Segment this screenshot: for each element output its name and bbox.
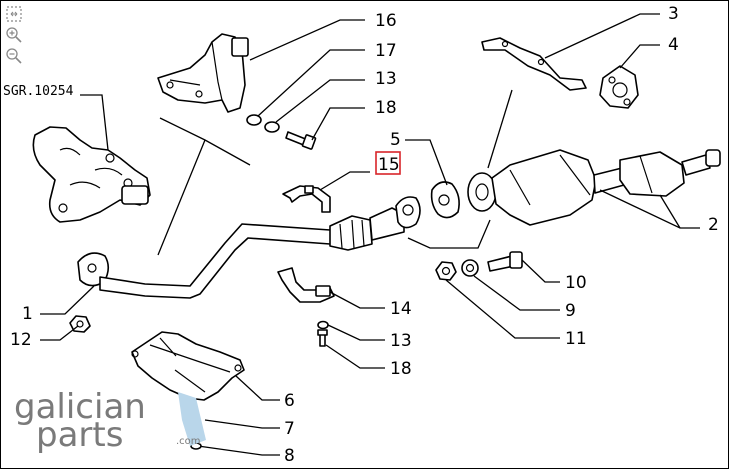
callout-7[interactable]: 7 bbox=[284, 419, 295, 439]
callout-5[interactable]: 5 bbox=[390, 130, 401, 150]
washer-9 bbox=[461, 259, 479, 277]
leader-9 bbox=[473, 275, 560, 311]
leader-3 bbox=[544, 13, 660, 59]
gasket-5 bbox=[430, 181, 460, 219]
leader-2b bbox=[659, 194, 681, 229]
leader-11 bbox=[445, 279, 560, 339]
leader-18-top bbox=[311, 107, 365, 141]
hanger-bracket-drawing bbox=[157, 33, 249, 113]
leader-3-cat bbox=[487, 89, 513, 169]
leader-12 bbox=[40, 325, 79, 341]
leader-bracket-v bbox=[159, 117, 251, 166]
leader-10 bbox=[521, 259, 560, 283]
callout-15-highlight-box bbox=[375, 151, 401, 175]
washer-13-bottom bbox=[317, 320, 329, 330]
callout-18-bottom[interactable]: 18 bbox=[390, 359, 412, 379]
callout-13-bottom[interactable]: 13 bbox=[390, 331, 412, 351]
exhaust-manifold-drawing bbox=[32, 126, 151, 223]
leader-15 bbox=[319, 171, 370, 191]
leader-14 bbox=[329, 291, 385, 309]
fit-page-icon[interactable] bbox=[4, 4, 24, 24]
callout-4[interactable]: 4 bbox=[668, 35, 679, 55]
reference-leader bbox=[80, 94, 109, 151]
reference-code: SGR.10254 bbox=[3, 84, 74, 99]
leader-16 bbox=[249, 19, 365, 61]
bolt-18-bottom bbox=[317, 329, 328, 347]
callout-10[interactable]: 10 bbox=[565, 273, 587, 293]
watermark-line2: parts bbox=[36, 415, 123, 455]
callout-9[interactable]: 9 bbox=[565, 301, 576, 321]
zoom-toolbar bbox=[4, 4, 26, 67]
leader-4 bbox=[619, 44, 660, 69]
callout-3[interactable]: 3 bbox=[668, 4, 679, 24]
bolt-10 bbox=[487, 251, 523, 272]
washer-9-hole bbox=[465, 263, 475, 273]
washer-17 bbox=[246, 114, 262, 126]
zoom-out-icon[interactable] bbox=[4, 46, 24, 66]
callout-14[interactable]: 14 bbox=[390, 299, 412, 319]
leader-5 bbox=[405, 139, 448, 186]
catalytic-converter-drawing bbox=[467, 149, 721, 226]
leader-8 bbox=[197, 445, 280, 456]
watermark-line1: galician bbox=[14, 387, 146, 427]
callout-16[interactable]: 16 bbox=[375, 11, 397, 31]
callout-8[interactable]: 8 bbox=[284, 446, 295, 466]
leader-6 bbox=[235, 375, 280, 401]
leader-13-bottom bbox=[327, 324, 385, 341]
bolt-18 bbox=[285, 131, 317, 150]
leader-7 bbox=[204, 419, 280, 429]
callout-12[interactable]: 12 bbox=[10, 330, 32, 350]
callout-13-top[interactable]: 13 bbox=[375, 69, 397, 89]
nut-11 bbox=[435, 261, 457, 281]
callout-2[interactable]: 2 bbox=[708, 215, 719, 235]
leader-18-bottom bbox=[325, 344, 385, 369]
highlight-strip bbox=[178, 392, 206, 446]
leader-1 bbox=[40, 285, 95, 315]
callout-15[interactable]: 15 bbox=[378, 155, 400, 175]
callout-17[interactable]: 17 bbox=[375, 41, 397, 61]
zoom-in-icon[interactable] bbox=[4, 25, 24, 45]
clamp-14 bbox=[277, 267, 335, 303]
leader-13-top bbox=[275, 79, 365, 123]
leader-pipe-joint bbox=[407, 219, 491, 249]
callout-18-top[interactable]: 18 bbox=[375, 98, 397, 118]
callout-1[interactable]: 1 bbox=[22, 304, 33, 324]
front-exhaust-pipe-drawing bbox=[77, 196, 421, 299]
heat-shield-strap-drawing bbox=[481, 37, 587, 91]
leader-pipe-bracket bbox=[157, 139, 206, 256]
heat-shield-6 bbox=[131, 331, 245, 401]
clamp-15 bbox=[282, 185, 331, 213]
callout-6[interactable]: 6 bbox=[284, 391, 295, 411]
watermark-suffix: .com bbox=[176, 436, 201, 447]
gasket-4 bbox=[599, 65, 639, 109]
leader-17 bbox=[257, 49, 365, 117]
washer-13 bbox=[264, 121, 280, 133]
callout-11[interactable]: 11 bbox=[565, 329, 587, 349]
